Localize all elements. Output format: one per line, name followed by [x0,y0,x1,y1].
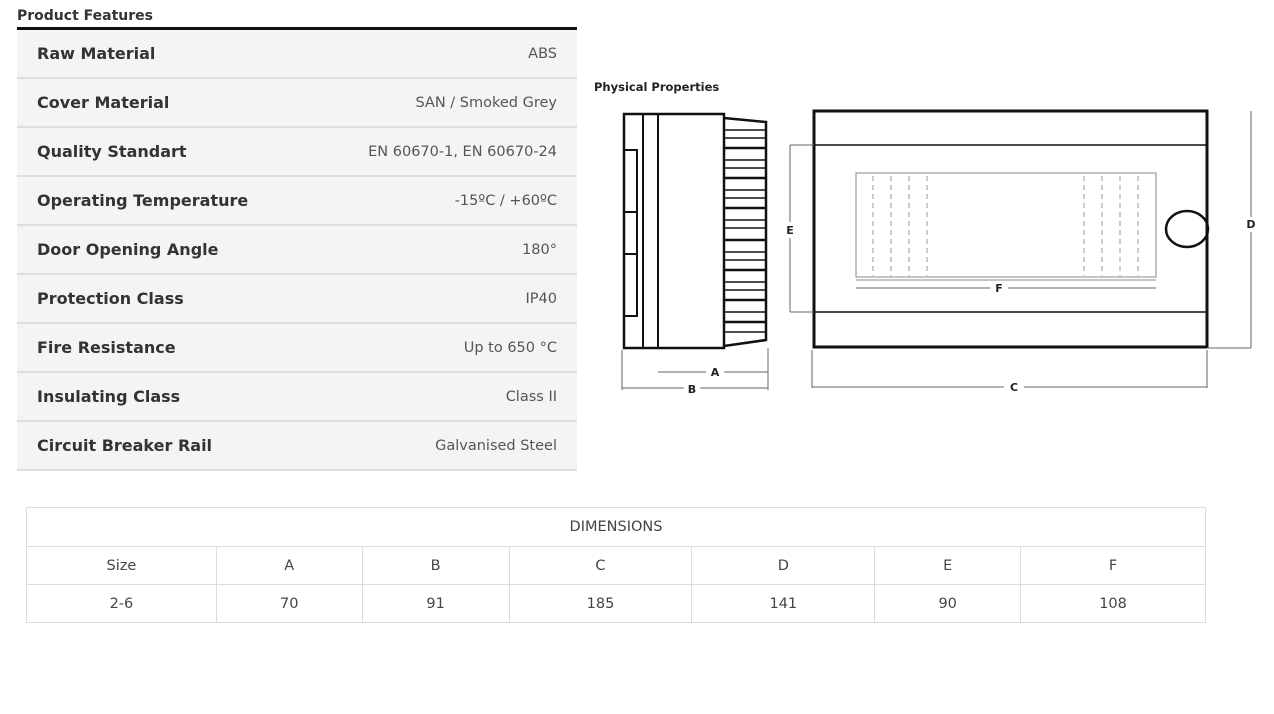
physical-properties-title: Physical Properties [594,80,720,94]
cell-f: 108 [1020,584,1206,623]
cell-b: 91 [361,584,510,623]
feature-label: Operating Temperature [37,191,249,210]
feature-row-insulating-class: Insulating Class Class II [17,373,577,422]
front-view-drawing [812,109,1210,349]
product-features-panel: Product Features Raw Material ABS Cover … [17,6,577,471]
front-view-dimension-lines [789,111,1252,388]
feature-label: Quality Standart [37,142,187,161]
feature-row-protection-class: Protection Class IP40 [17,275,577,324]
column-header-b: B [361,546,510,585]
feature-value: Class II [505,388,557,405]
dimension-label-f: F [995,282,1003,295]
feature-row-door-opening-angle: Door Opening Angle 180° [17,226,577,275]
dimension-drawing: A B E D C [621,109,1256,396]
feature-value: -15ºC / +60ºC [454,192,557,209]
column-header-f: F [1020,546,1206,585]
feature-label: Cover Material [37,93,170,112]
feature-row-quality-standart: Quality Standart EN 60670-1, EN 60670-24 [17,128,577,177]
feature-value: 180° [522,241,557,258]
feature-label: Protection Class [37,289,184,308]
cell-e: 90 [874,584,1022,623]
feature-value: EN 60670-1, EN 60670-24 [368,143,557,160]
feature-label: Circuit Breaker Rail [37,436,213,455]
dimension-label-d: D [1246,218,1255,231]
feature-row-operating-temperature: Operating Temperature -15ºC / +60ºC [17,177,577,226]
feature-label: Insulating Class [37,387,181,406]
table-row: 2-6 70 91 185 141 90 108 [26,584,1206,623]
feature-row-raw-material: Raw Material ABS [17,30,577,79]
feature-row-cover-material: Cover Material SAN / Smoked Grey [17,79,577,128]
column-header-e: E [874,546,1022,585]
feature-value: Galvanised Steel [435,437,557,454]
cell-a: 70 [215,584,363,623]
feature-label: Fire Resistance [37,338,176,357]
feature-value: IP40 [525,290,557,307]
dimensions-table: DIMENSIONS Size A B C D E F 2-6 70 91 18… [26,507,1206,623]
cell-size: 2-6 [26,584,217,623]
feature-value: Up to 650 °C [463,339,557,356]
side-view-drawing [622,112,768,350]
dimensions-caption-row: DIMENSIONS [26,507,1206,547]
feature-label: Raw Material [37,44,156,63]
dimensions-header-row: Size A B C D E F [26,546,1206,585]
column-header-size: Size [26,546,217,585]
dimension-label-b: B [688,383,696,396]
column-header-d: D [691,546,876,585]
cell-d: 141 [691,584,876,623]
column-header-a: A [215,546,363,585]
feature-label: Door Opening Angle [37,240,219,259]
dimension-label-a: A [711,366,720,379]
product-features-title: Product Features [17,6,577,30]
feature-value: ABS [528,45,557,62]
feature-row-circuit-breaker-rail: Circuit Breaker Rail Galvanised Steel [17,422,577,471]
dimensions-caption: DIMENSIONS [26,507,1206,547]
cell-c: 185 [508,584,693,623]
feature-value: SAN / Smoked Grey [415,94,557,111]
dimension-label-e: E [786,224,794,237]
feature-row-fire-resistance: Fire Resistance Up to 650 °C [17,324,577,373]
side-view-dimension-lines [621,348,769,390]
column-header-c: C [508,546,693,585]
dimension-label-c: C [1010,381,1018,394]
